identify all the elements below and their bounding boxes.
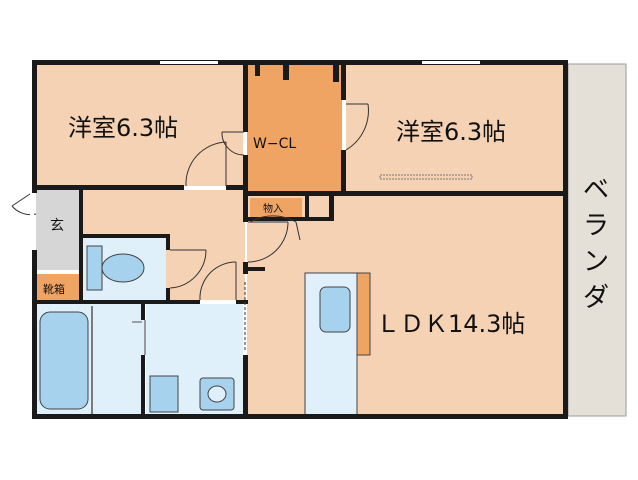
wall-left-room-bottom-b (226, 185, 246, 190)
label-ldk: ＬＤＫ14.3帖 (376, 310, 525, 338)
label-shoe-cabinet: 靴箱 (43, 282, 65, 296)
wall-toilet-right-lower (166, 288, 170, 304)
door-wcl-left (221, 131, 245, 156)
wash-basin (149, 375, 179, 413)
wall-ldk-step (247, 267, 265, 271)
wall-wcl-bottom (243, 191, 346, 196)
wall-left-lower (32, 250, 37, 419)
wall-bath-right (141, 300, 145, 320)
wall-wcl-post-a (283, 64, 289, 80)
kitchen-sink (319, 286, 351, 333)
wall-bottom (32, 414, 568, 419)
wall-wcl-post-c (333, 64, 339, 82)
ldk-room (247, 196, 564, 416)
wall-hall-right (243, 190, 248, 222)
wall-toilet-right (166, 234, 170, 250)
kitchen-backsplash (356, 272, 371, 356)
door-hall (247, 221, 289, 263)
wall-entrance-right (79, 190, 83, 302)
entrance (36, 190, 82, 270)
veranda (568, 64, 626, 416)
wall-wcl-left (243, 60, 248, 132)
wall-toilet-top (79, 234, 169, 238)
wall-wet-top-b (236, 300, 248, 304)
wall-left-room-bottom (32, 185, 184, 190)
label-veranda-3: ン (583, 247, 609, 277)
washing-machine-drum (207, 385, 227, 403)
wall-wcl-post-b (255, 64, 260, 76)
wall-top (32, 60, 568, 65)
label-western-room-right: 洋室6.3帖 (396, 118, 506, 146)
label-veranda-4: ダ (583, 283, 609, 313)
window-top-left (160, 61, 218, 64)
walk-in-closet (247, 64, 342, 192)
western-room-right (346, 64, 564, 192)
label-western-room-left: 洋室6.3帖 (68, 114, 178, 142)
label-walk-in-closet: W−CL (253, 136, 296, 152)
wall-bath-right-lower (141, 355, 145, 417)
door-wcl-right (345, 103, 369, 151)
label-storage: 物入 (263, 202, 283, 215)
wall-wet-top (32, 300, 200, 304)
door-toilet (169, 249, 207, 289)
wall-right (563, 60, 568, 419)
storage (250, 198, 302, 218)
wall-wcl-left-lower (243, 155, 248, 195)
door-left-room (185, 141, 227, 187)
shoe-cabinet (36, 274, 82, 300)
wall-wcl-right-lower (341, 150, 346, 196)
label-veranda-2: ラ (583, 211, 609, 241)
wall-storage-right (329, 196, 334, 221)
label-veranda-1: ベ (583, 175, 609, 205)
door-storage (249, 215, 301, 241)
toilet-bowl (101, 253, 145, 283)
door-entrance (11, 189, 37, 250)
wall-right-room-bottom (341, 191, 567, 196)
western-room-left (36, 64, 243, 186)
wall-hall-right-lower (243, 262, 248, 274)
wall-storage-post (305, 196, 309, 218)
label-entrance: 玄 (50, 217, 64, 234)
wall-left-upper (32, 60, 37, 190)
wall-wcl-right (341, 60, 346, 100)
door-washroom (199, 261, 237, 301)
window-top-right (422, 61, 480, 64)
bathtub (39, 311, 89, 410)
closet-rail (379, 174, 473, 180)
toilet-tank (86, 245, 103, 291)
wall-ldk-left (243, 355, 248, 417)
